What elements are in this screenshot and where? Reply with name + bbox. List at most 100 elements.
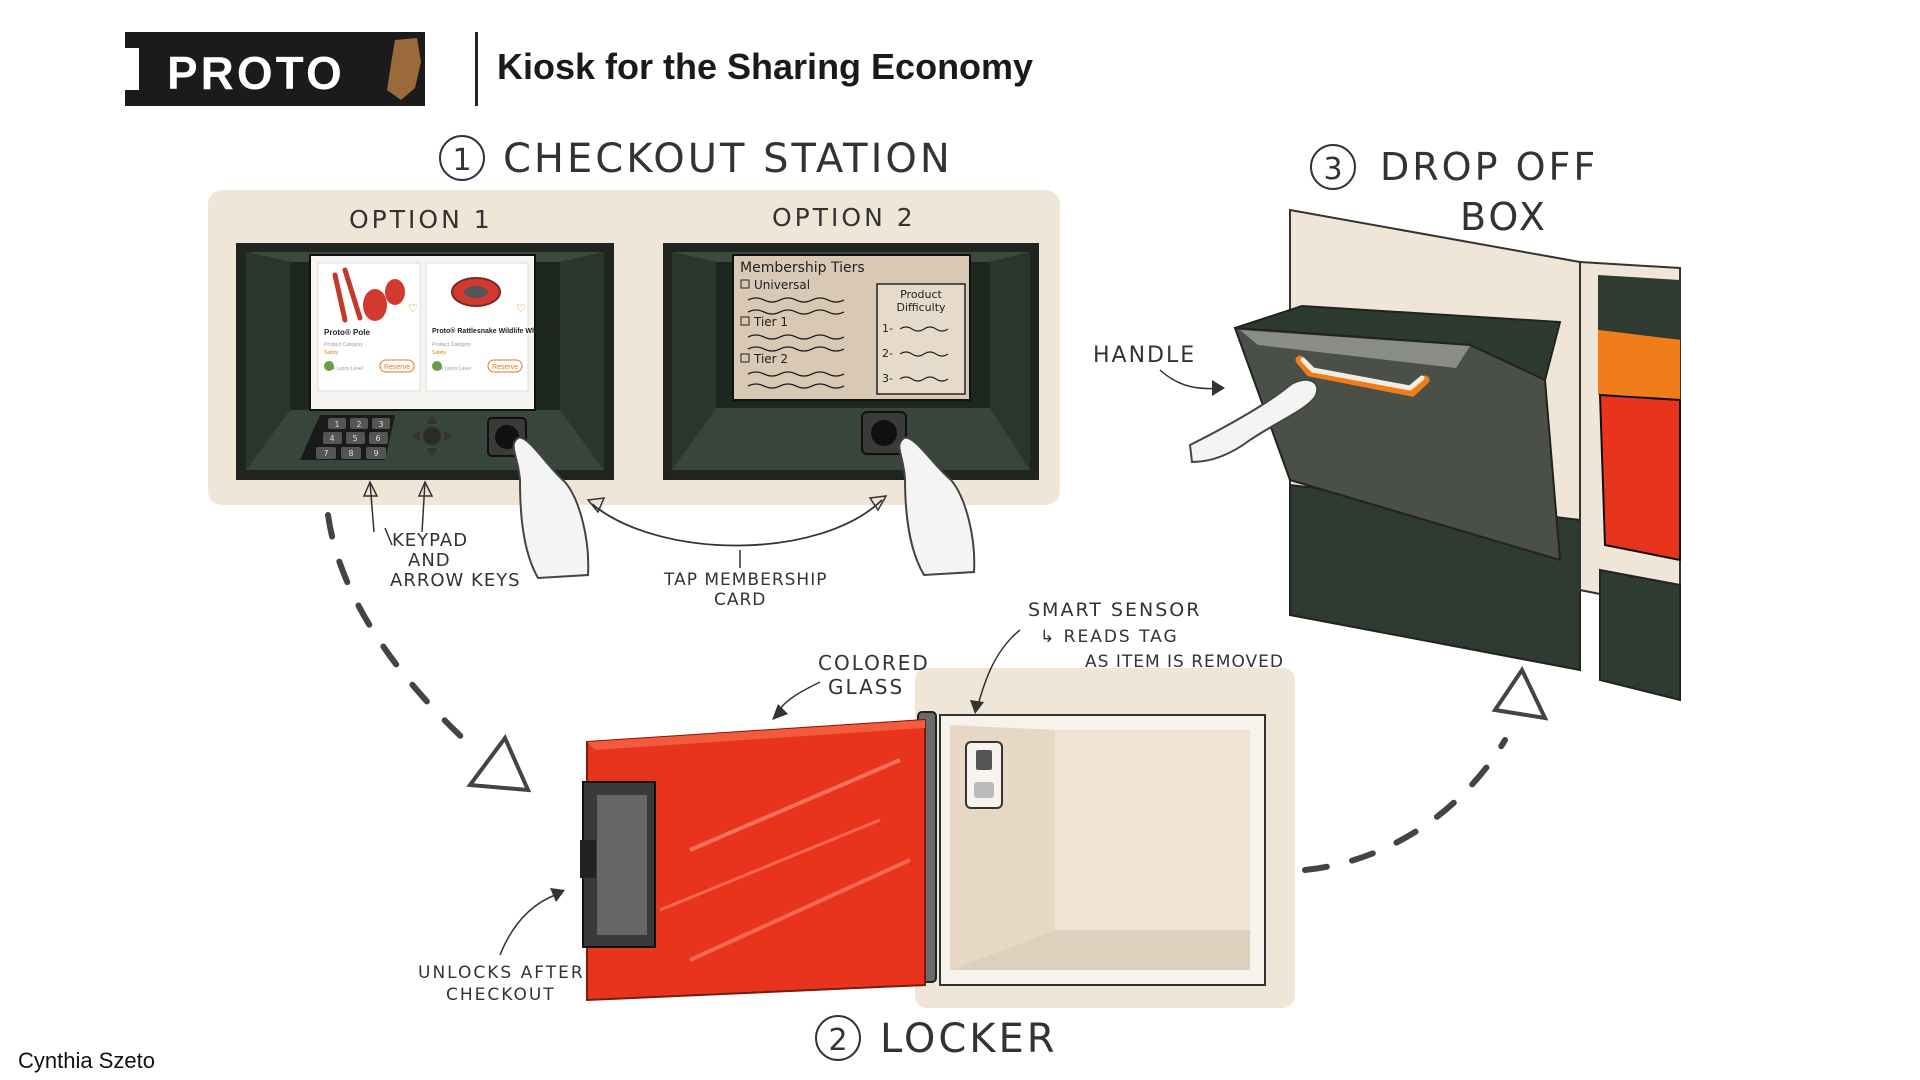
- keypad-arrow-icon: [362, 480, 379, 497]
- card2-level: A Lyons Level: [440, 366, 471, 372]
- sensor-pointer-line: [977, 629, 1021, 706]
- drawer-lip: [1240, 330, 1470, 368]
- key-7[interactable]: [316, 447, 336, 459]
- heart-icon-2[interactable]: ♡: [516, 302, 526, 315]
- checkout-number: 1: [452, 143, 471, 178]
- tier0-label: Universal: [754, 278, 810, 292]
- tier2-label: Tier 2: [753, 352, 788, 366]
- glass-arrow-icon: [772, 704, 788, 720]
- key-2-label: 2: [356, 420, 361, 429]
- annotation-tap-1: TAP MEMBERSHIP: [663, 570, 827, 590]
- pole-product-grip: [363, 289, 387, 321]
- keypad[interactable]: 1 2 3 4 5 6 7 8 9: [300, 415, 395, 460]
- checkout-number-circle: [439, 135, 485, 181]
- glass-reflection-1: [689, 758, 901, 852]
- arrow-left-icon[interactable]: [412, 430, 420, 442]
- annotation-sensor-3: AS ITEM IS REMOVED: [1085, 652, 1284, 672]
- checkout-title: CHECKOUT STATION: [503, 136, 953, 182]
- key-6-label: 6: [375, 434, 380, 443]
- key-8[interactable]: [341, 447, 361, 459]
- pole-product-grip-2: [385, 279, 405, 305]
- logo-text: PROTO: [167, 47, 345, 99]
- annotation-sensor-1: SMART SENSOR: [1028, 599, 1201, 621]
- key-5-label: 5: [352, 434, 357, 443]
- key-2[interactable]: [350, 418, 368, 429]
- flow-locker-to-dropoff: [1302, 737, 1508, 873]
- card1-level: A Lyons Level: [332, 366, 363, 372]
- difficulty-box: [876, 283, 966, 395]
- key-9[interactable]: [366, 447, 386, 459]
- difficulty-title-1: Product: [900, 288, 942, 301]
- artist-credit: Cynthia Szeto: [18, 1048, 155, 1073]
- locker-lock-plate: [597, 795, 647, 935]
- key-6[interactable]: [369, 432, 388, 444]
- glass-reflection-2: [659, 818, 881, 912]
- hand-option2: [898, 436, 976, 577]
- locker-title: LOCKER: [880, 1016, 1058, 1062]
- drawer-handle-highlight: [1300, 357, 1425, 391]
- lock-bolt-icon: [580, 840, 596, 878]
- card1-status-icon: [324, 361, 334, 371]
- difficulty-1: 1-: [882, 322, 893, 335]
- card1-reserve-button[interactable]: [379, 359, 415, 373]
- annotation-sensor-2: ↳ READS TAG: [1040, 627, 1179, 647]
- tap-arrow-right-icon: [868, 495, 888, 512]
- annotation-tap-2: CARD: [714, 590, 766, 610]
- tier1-checkbox[interactable]: [740, 316, 750, 326]
- flow-arrowhead-locker-icon: [466, 734, 532, 793]
- tap-card-curve: [591, 499, 883, 547]
- arrow-right-icon[interactable]: [444, 430, 452, 442]
- whistle-product-center: [464, 286, 488, 298]
- logo-badge-shape: [125, 32, 425, 106]
- dropoff-side-red-logo: [1598, 393, 1681, 562]
- card2-reserve-button[interactable]: [487, 359, 523, 373]
- locker-number-circle: [815, 1015, 861, 1061]
- annotation-unlock-2: CHECKOUT: [446, 985, 556, 1005]
- flow-arrowhead-dropoff-icon: [1491, 665, 1549, 721]
- kiosk-option1: Proto® Pole Product Category Safety A Ly…: [236, 243, 614, 480]
- key-7-label: 7: [323, 449, 328, 458]
- tier2-checkbox[interactable]: [740, 353, 750, 363]
- key-8-label: 8: [348, 449, 353, 458]
- arrowkeys-arrow-icon: [417, 480, 434, 497]
- key-1-label: 1: [334, 420, 339, 429]
- tap-arrow-left-icon: [586, 497, 606, 514]
- flow-checkout-to-locker: [325, 512, 473, 748]
- arrow-keys[interactable]: [412, 416, 452, 456]
- annotation-handle: HANDLE: [1093, 343, 1196, 368]
- annotation-glass-1: COLORED: [818, 651, 930, 675]
- proto-logo: PROTO: [125, 32, 425, 106]
- key-3[interactable]: [372, 418, 390, 429]
- annotation-unlock-1: UNLOCKS AFTER: [418, 963, 585, 983]
- tier1-label: Tier 1: [753, 315, 788, 329]
- key-5[interactable]: [346, 432, 365, 444]
- card2-status-icon: [432, 361, 442, 371]
- key-4[interactable]: [323, 432, 342, 444]
- dropoff-number-circle: [1310, 144, 1356, 190]
- card1-reserve-label: Reserve: [384, 364, 410, 371]
- drawer-handle[interactable]: [1295, 355, 1430, 397]
- handle-arrow-icon: [1212, 380, 1225, 396]
- dropoff-number: 3: [1323, 152, 1342, 187]
- difficulty-title-2: Difficulty: [896, 301, 946, 314]
- tier0-checkbox[interactable]: [740, 279, 750, 289]
- hand-handle: [1188, 378, 1319, 464]
- card2-category: Product Category: [432, 342, 471, 348]
- keypad-pointer-lines: [369, 481, 426, 546]
- glass-pointer-line: [777, 681, 821, 713]
- key-3-label: 3: [378, 420, 383, 429]
- unlock-pointer-line: [499, 894, 556, 956]
- heart-icon[interactable]: ♡: [408, 302, 418, 315]
- key-1[interactable]: [328, 418, 346, 429]
- locker-door-top-edge: [587, 720, 925, 750]
- locker-floor: [950, 930, 1250, 970]
- card2-sub: Safety: [432, 350, 447, 356]
- checkout-station: 1 CHECKOUT STATION OPTION 1 OPTION 2 Pro…: [208, 135, 1060, 610]
- membership-heading: Membership Tiers: [740, 260, 865, 276]
- annotation-keypad-2: AND: [408, 550, 451, 571]
- card1-name: Proto® Pole: [324, 328, 370, 337]
- arrow-up-icon[interactable]: [426, 416, 438, 424]
- dropoff-title-2: BOX: [1460, 195, 1548, 239]
- arrow-down-icon[interactable]: [426, 448, 438, 456]
